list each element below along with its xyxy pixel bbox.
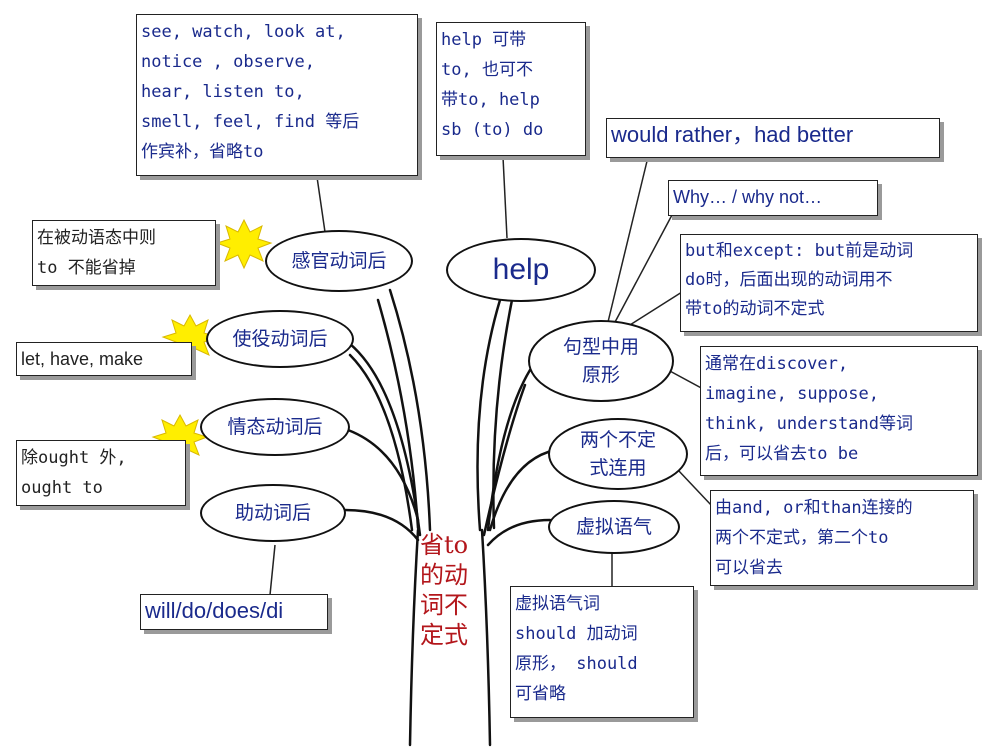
oval-subjunctive: 虚拟语气 (548, 500, 680, 554)
trunk-left-edge (408, 528, 420, 747)
leader-discover (667, 369, 706, 391)
note-would-rather: would rather，had better (606, 118, 940, 158)
leader-why (613, 214, 673, 325)
note-help: help 可带 to, 也可不 带to, help sb (to) do (436, 22, 586, 156)
oval-sentence-pattern: 句型中用 原形 (528, 320, 674, 402)
note-ought: 除ought 外, ought to (16, 440, 186, 506)
branch-subjunctive (486, 518, 552, 547)
note-but-except: but和except: but前是动词 do时，后面出现的动词用不 带to的动词… (680, 234, 978, 332)
branch-sensory (388, 288, 432, 532)
oval-help: help (446, 238, 596, 302)
note-sensory-verbs: see, watch, look at, notice , observe, h… (136, 14, 418, 176)
note-discover: 通常在discover, imagine, suppose, think, un… (700, 346, 978, 476)
starburst-passive-icon (215, 218, 273, 270)
note-and-or-than: 由and, or和than连接的 两个不定式，第二个to 可以省去 (710, 490, 974, 586)
branch-help (476, 298, 502, 532)
branch-causative-inner (348, 353, 414, 532)
branch-two (488, 448, 557, 532)
trunk-right-edge (480, 528, 492, 747)
branch-causative (343, 338, 422, 537)
trunk-title: 省to的动词不定式 (420, 531, 469, 649)
note-will-do-does: will/do/does/di (140, 594, 328, 630)
leader-andor (677, 469, 713, 507)
oval-modal-verbs: 情态动词后 (200, 398, 350, 456)
oval-causative-verbs: 使役动词后 (206, 310, 354, 368)
branch-pattern-inner (482, 383, 527, 537)
note-passive-voice: 在被动语态中则 to 不能省掉 (32, 220, 216, 286)
branch-modal (346, 428, 420, 522)
leader-sensory (316, 176, 326, 233)
note-subjunctive: 虚拟语气词 should 加动词 原形， should 可省略 (510, 586, 694, 718)
note-why-not: Why… / why not… (668, 180, 878, 216)
leader-rather (607, 156, 649, 323)
oval-sensory-verbs: 感官动词后 (265, 230, 413, 292)
oval-two-infinitives: 两个不定 式连用 (548, 418, 688, 490)
note-let-have-make: let, have, make (16, 342, 192, 376)
branch-auxiliary (343, 508, 420, 542)
leader-will (269, 544, 276, 596)
oval-auxiliary-verbs: 助动词后 (200, 484, 346, 542)
leader-help (502, 156, 508, 239)
